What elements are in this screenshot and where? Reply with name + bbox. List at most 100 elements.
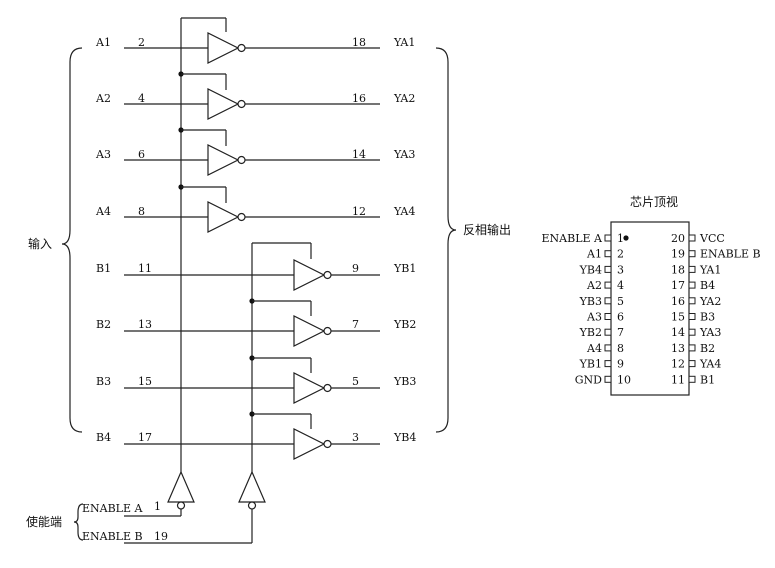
chip-right-pin-name-20: VCC bbox=[699, 232, 725, 245]
chip-right-pin-num-18: 18 bbox=[671, 263, 685, 276]
chip-right-pin-num-15: 15 bbox=[671, 311, 685, 324]
input-pin-b4: 17 bbox=[138, 431, 152, 444]
output-label-ya1: YA1 bbox=[393, 36, 415, 49]
inverter-a4-bubble bbox=[237, 212, 246, 222]
chip-body bbox=[610, 221, 690, 396]
chip-left-pin-name-1: ENABLE A bbox=[542, 232, 604, 245]
chip-left-pin-name-5: YB3 bbox=[579, 295, 602, 308]
inverter-a2-bubble bbox=[237, 99, 246, 109]
enable-a-buffer-triangle bbox=[167, 470, 195, 503]
chip-right-pin-box-17 bbox=[688, 281, 696, 289]
chip-right-pin-num-20: 20 bbox=[671, 232, 685, 245]
inverter-b2-bubble bbox=[323, 326, 332, 336]
chip-right-pin-name-13: B2 bbox=[700, 342, 715, 355]
input-label-a1: A1 bbox=[95, 36, 111, 49]
chip-right-pin-box-20 bbox=[688, 234, 696, 242]
input-label-b3: B3 bbox=[96, 375, 111, 388]
chip-left-pin-num-6: 6 bbox=[617, 311, 624, 324]
enable-label: 使能端 bbox=[26, 514, 62, 529]
input-pin-a1: 2 bbox=[138, 36, 145, 49]
pin1-marker bbox=[623, 235, 629, 241]
gates-layer bbox=[167, 32, 332, 510]
output-label-yb4: YB4 bbox=[393, 431, 416, 444]
chip-left-pin-box-2 bbox=[604, 250, 612, 258]
chip-left-pin-box-7 bbox=[604, 328, 612, 336]
chip-right-pin-num-13: 13 bbox=[671, 342, 685, 355]
chip-left-pin-name-8: A4 bbox=[586, 342, 602, 355]
chip-left-pin-name-4: A2 bbox=[586, 279, 602, 292]
input-label-a4: A4 bbox=[95, 205, 111, 218]
chip-right-pin-box-19 bbox=[688, 250, 696, 258]
enable-a-buffer-bubble bbox=[176, 501, 186, 510]
chip-left-pin-name-10: GND bbox=[575, 373, 602, 386]
enable-a-label: ENABLE A bbox=[82, 502, 144, 515]
chip-left-pin-num-7: 7 bbox=[617, 326, 624, 339]
chip-left-pin-num-10: 10 bbox=[617, 373, 631, 386]
inverter-a3-triangle bbox=[207, 144, 240, 176]
enable-b-buffer-bubble bbox=[247, 501, 257, 510]
chip-left-pin-box-1 bbox=[604, 234, 612, 242]
chip-left-pin-name-2: A1 bbox=[586, 248, 602, 261]
chip-left-pin-num-8: 8 bbox=[617, 342, 624, 355]
input-pin-a3: 6 bbox=[138, 148, 145, 161]
chip-left-pin-name-7: YB2 bbox=[579, 326, 602, 339]
chip-left-pin-box-4 bbox=[604, 281, 612, 289]
chip-right-pin-box-16 bbox=[688, 297, 696, 305]
chip-left-pin-box-9 bbox=[604, 360, 612, 368]
inverter-a1-bubble bbox=[237, 43, 246, 53]
output-label-yb1: YB1 bbox=[393, 262, 416, 275]
inverter-b4-triangle bbox=[293, 428, 326, 460]
chip-right-pin-name-14: YA3 bbox=[699, 326, 721, 339]
chip-right-pin-num-11: 11 bbox=[671, 373, 685, 386]
output-label-yb2: YB2 bbox=[393, 318, 416, 331]
outputs-label: 反相输出 bbox=[463, 222, 511, 237]
output-pin-yb4: 3 bbox=[352, 431, 359, 444]
chip-title: 芯片顶视 bbox=[630, 194, 678, 209]
chip-right-pin-box-14 bbox=[688, 328, 696, 336]
chip-right-pin-box-18 bbox=[688, 265, 696, 273]
output-pin-ya3: 14 bbox=[352, 148, 366, 161]
enable-brace bbox=[73, 503, 84, 541]
chip-right-pin-num-17: 17 bbox=[671, 279, 685, 292]
input-pin-b3: 15 bbox=[138, 375, 152, 388]
chip-right-pin-name-11: B1 bbox=[700, 373, 715, 386]
output-pin-yb2: 7 bbox=[352, 318, 359, 331]
inverter-a4-triangle bbox=[207, 201, 240, 233]
output-pin-yb3: 5 bbox=[352, 375, 359, 388]
chip-right-pin-name-15: B3 bbox=[700, 311, 715, 324]
chip-right-pin-box-11 bbox=[688, 375, 696, 383]
chip-left-pin-num-9: 9 bbox=[617, 358, 624, 371]
chip-left-pin-box-6 bbox=[604, 313, 612, 320]
inverter-b3-triangle bbox=[293, 372, 326, 404]
inverter-b4-bubble bbox=[323, 439, 332, 449]
chip-left-pin-num-4: 4 bbox=[617, 279, 624, 292]
chip-right-pin-name-17: B4 bbox=[700, 279, 715, 292]
chip-right-pin-box-12 bbox=[688, 360, 696, 368]
chip-left-pin-box-8 bbox=[604, 344, 612, 352]
chip-right-pin-name-16: YA2 bbox=[699, 295, 721, 308]
chip-left-pin-num-2: 2 bbox=[617, 248, 624, 261]
chip-left-pin-num-3: 3 bbox=[617, 263, 624, 276]
chip-right-pin-name-19: ENABLE B bbox=[700, 248, 761, 261]
chip-left-pin-name-9: YB1 bbox=[579, 358, 602, 371]
chip-right-pin-num-19: 19 bbox=[671, 248, 685, 261]
inverter-a1-triangle bbox=[207, 32, 240, 64]
chip-right-pin-name-12: YA4 bbox=[699, 358, 721, 371]
input-pin-a2: 4 bbox=[138, 92, 145, 105]
chip-right-pin-num-16: 16 bbox=[671, 295, 685, 308]
chip-left-pin-name-6: A3 bbox=[586, 311, 602, 324]
chip-left-pin-name-3: YB4 bbox=[579, 263, 602, 276]
output-pin-yb1: 9 bbox=[352, 262, 359, 275]
output-label-yb3: YB3 bbox=[393, 375, 416, 388]
output-label-ya3: YA3 bbox=[393, 148, 415, 161]
input-label-b1: B1 bbox=[96, 262, 111, 275]
inverter-a2-triangle bbox=[207, 88, 240, 120]
input-label-b2: B2 bbox=[96, 318, 111, 331]
chip-right-pin-num-14: 14 bbox=[671, 326, 685, 339]
output-brace bbox=[435, 47, 457, 433]
input-brace bbox=[61, 47, 83, 433]
